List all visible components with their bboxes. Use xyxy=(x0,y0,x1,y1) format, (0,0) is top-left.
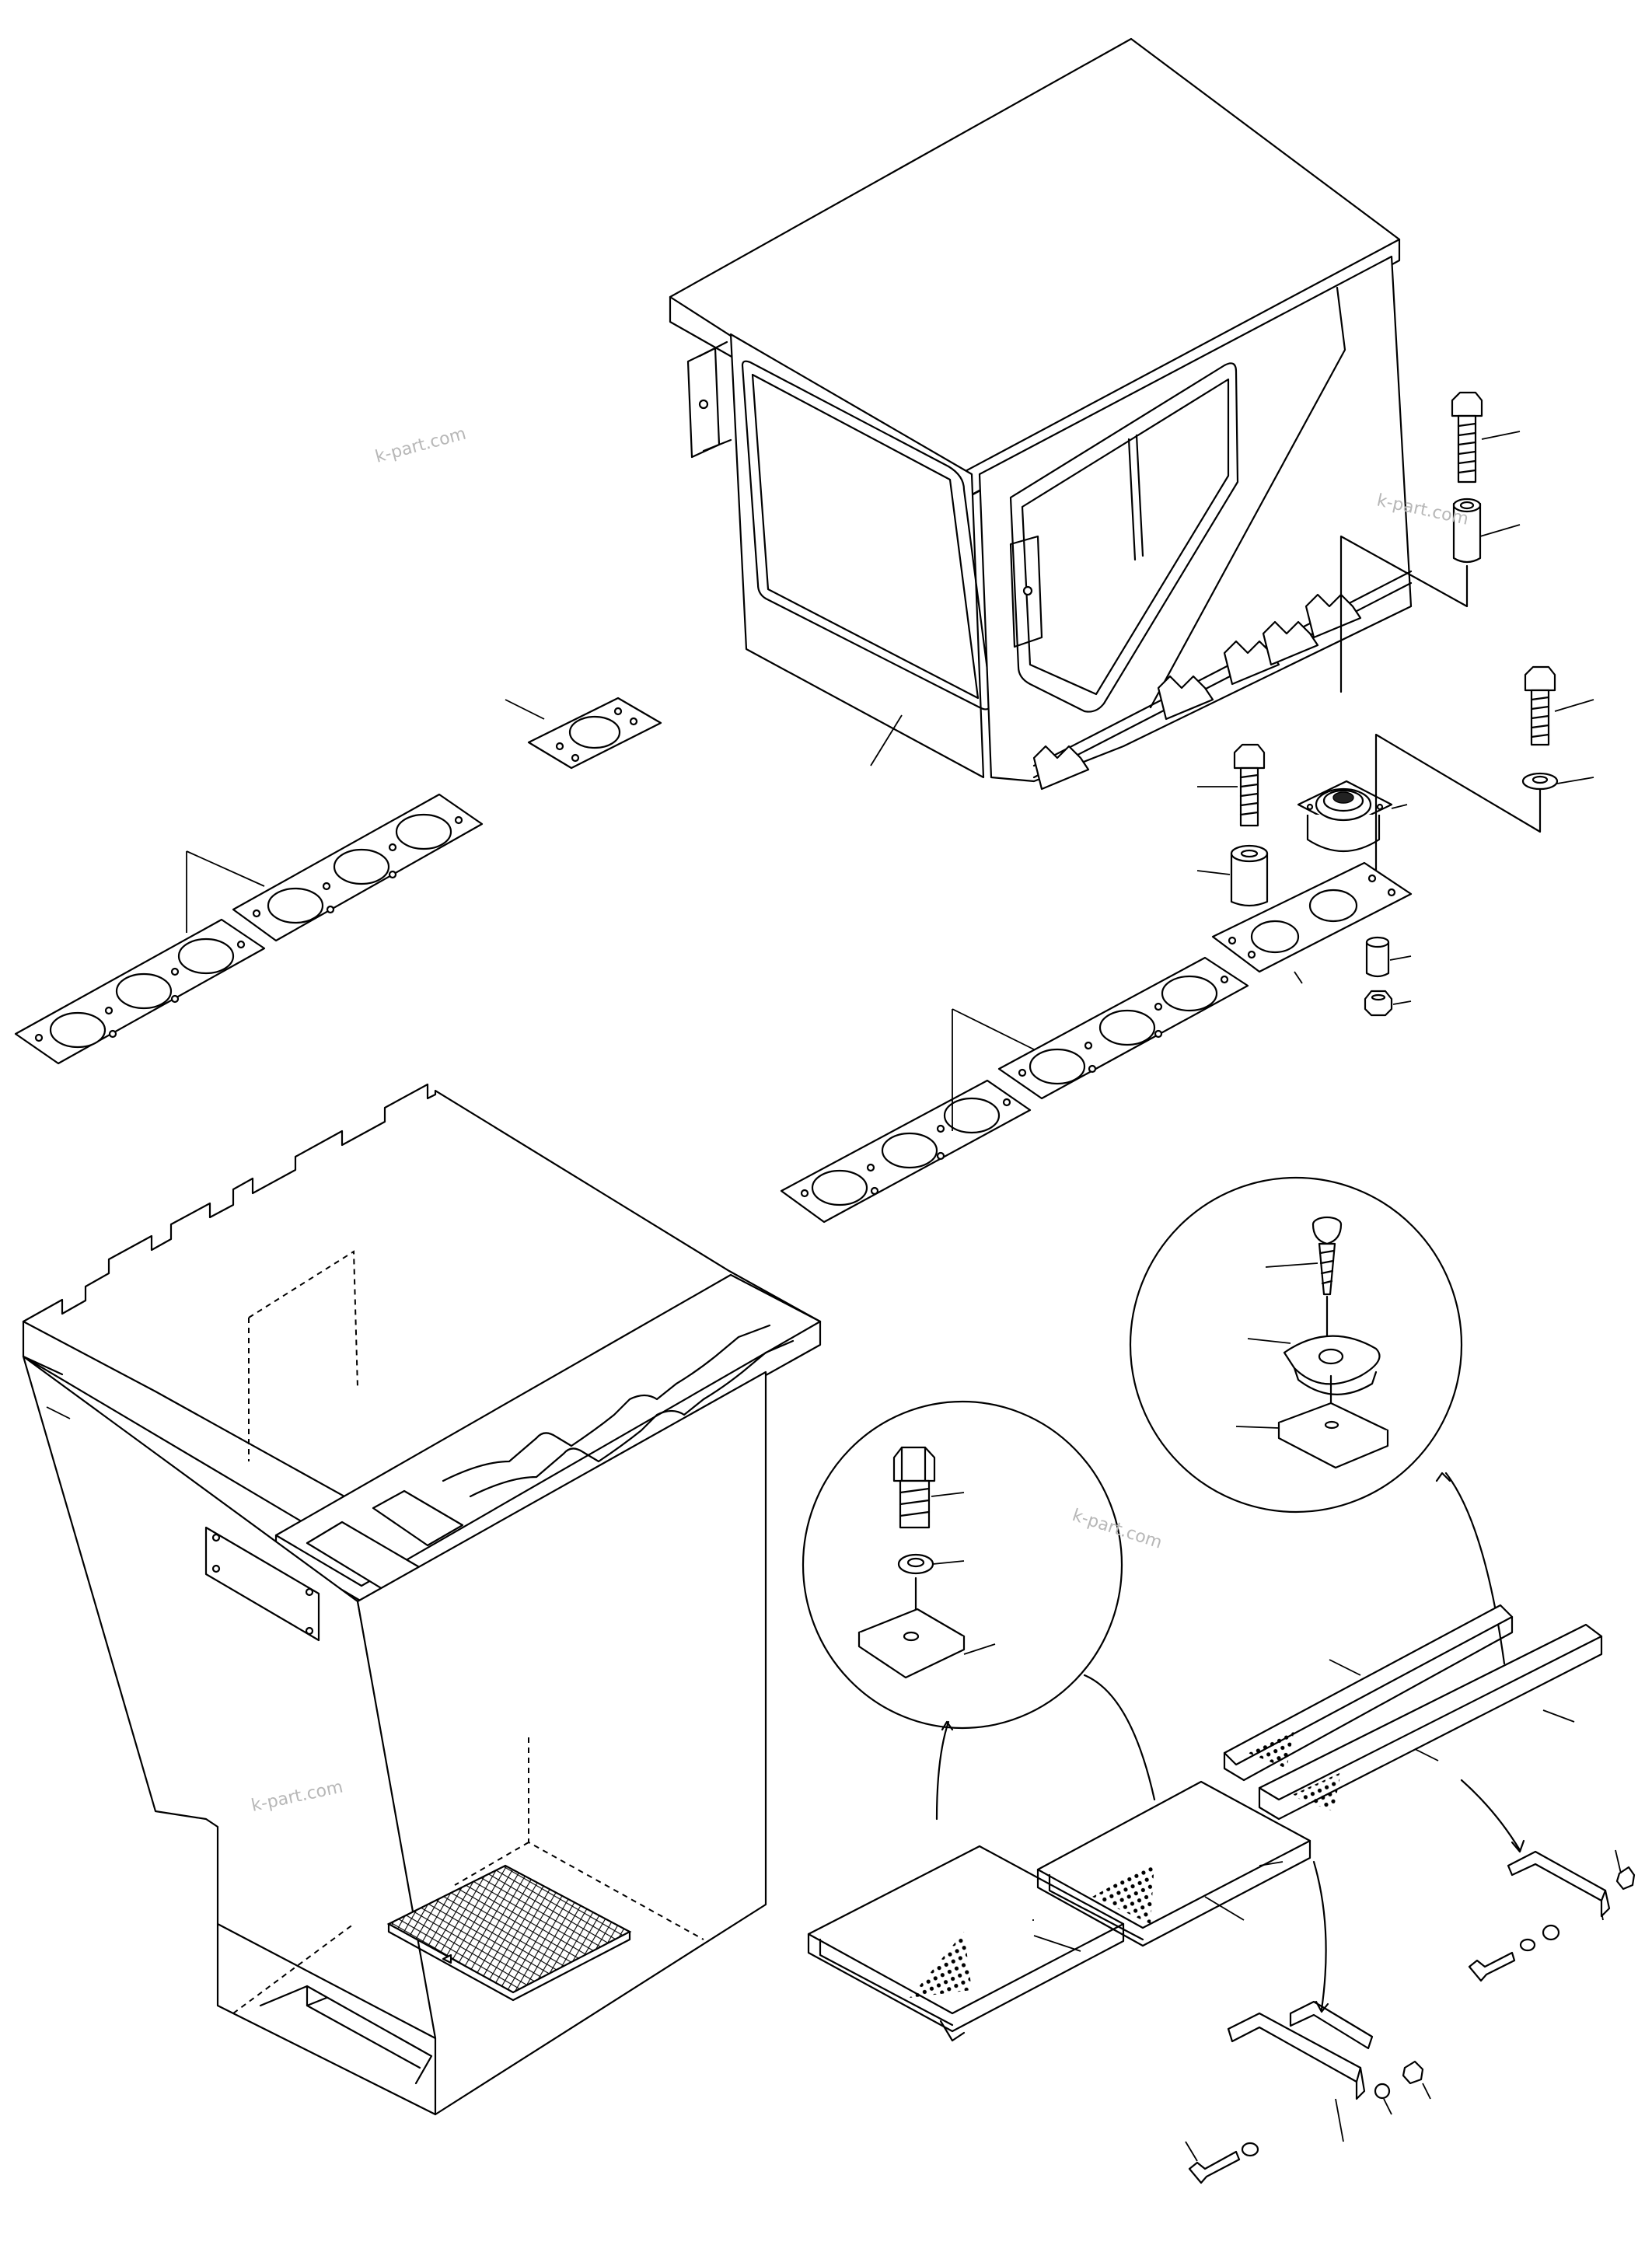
spacer-and-nut xyxy=(1364,936,1412,1017)
mount-plate-right-upper xyxy=(997,956,1249,1100)
mount-plate-left-lower xyxy=(14,918,266,1065)
cab-door-window xyxy=(1009,362,1239,713)
step-tray-rear xyxy=(1223,1604,1603,1821)
cab-mount-brackets xyxy=(1032,593,1362,791)
bolt-head xyxy=(1451,391,1483,417)
watermark-1: k-part.com xyxy=(373,424,468,467)
cab-bolt-set-center xyxy=(1196,743,1269,907)
watermark-3: k-part.com xyxy=(1070,1506,1165,1553)
base-nameplate xyxy=(204,1526,320,1642)
bracket-bottom xyxy=(1185,1779,1525,2184)
collar xyxy=(1452,502,1482,564)
cab-side xyxy=(729,333,985,779)
cab xyxy=(669,37,1413,791)
mount-plate-right-small xyxy=(1211,861,1413,984)
bracket-right xyxy=(1468,1849,1636,1982)
shim-plate-small xyxy=(505,697,662,770)
step-tray-middle xyxy=(1036,1780,1311,1947)
cab-bolt-set-right xyxy=(1374,665,1594,888)
rubber-mount xyxy=(1297,780,1408,852)
base-frame xyxy=(22,1083,822,2116)
cab-bolt-set-top xyxy=(1339,391,1521,693)
detail-circle-bolt xyxy=(802,1400,1156,1821)
mount-plate-left-upper xyxy=(232,793,484,942)
mount-plate-right-lower xyxy=(780,1079,1032,1224)
detail-circle-screw xyxy=(1129,1176,1506,1665)
